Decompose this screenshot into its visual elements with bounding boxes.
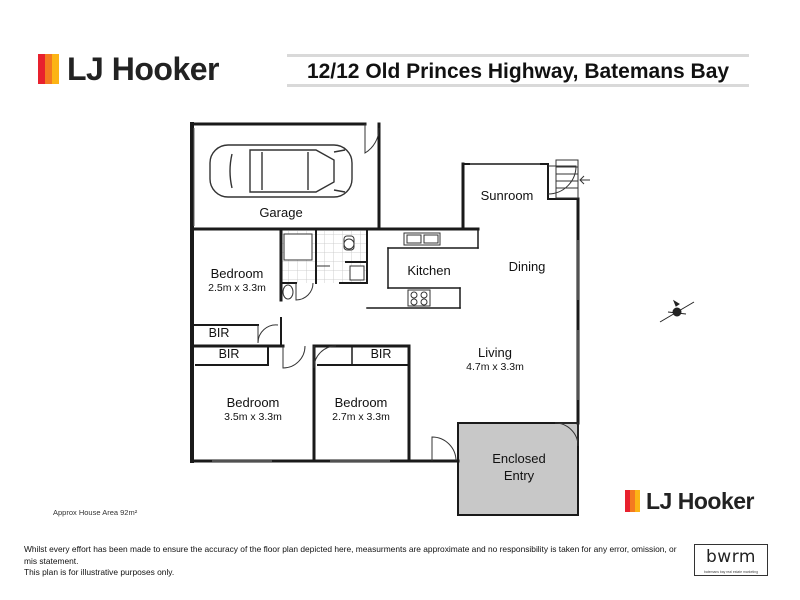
stove-icon bbox=[407, 289, 431, 307]
room-label-sunroom: Sunroom bbox=[480, 188, 534, 203]
bwrm-wordmark: bwrm bbox=[706, 547, 756, 567]
room-label-kitchen: Kitchen bbox=[407, 263, 451, 278]
stairs bbox=[555, 159, 590, 199]
disclaimer-line-1: Whilst every effort has been made to ens… bbox=[24, 544, 677, 566]
room-dims-bedroom-mid: 2.7m x 3.3m bbox=[332, 411, 390, 423]
room-label-bir-2: BIR bbox=[218, 347, 240, 361]
bathroom-fixtures bbox=[282, 233, 365, 300]
logo-bar-orange bbox=[45, 54, 52, 84]
room-label-bedroom-left: Bedroom bbox=[226, 395, 280, 410]
logo-bar-yellow bbox=[52, 54, 59, 84]
car-icon bbox=[209, 144, 353, 198]
room-label-garage: Garage bbox=[259, 205, 303, 220]
enclosed-entry-fill bbox=[458, 423, 578, 515]
doors bbox=[257, 165, 579, 462]
room-dims-bedroom-top: 2.5m x 3.3m bbox=[208, 282, 266, 294]
logo-bar-red bbox=[38, 54, 45, 84]
north-compass-icon bbox=[659, 299, 695, 323]
kitchen-sink bbox=[403, 232, 441, 246]
room-dims-living: 4.7m x 3.3m bbox=[466, 361, 524, 373]
room-label-bedroom-mid: Bedroom bbox=[334, 395, 388, 410]
garage-side-door bbox=[364, 124, 380, 154]
room-label-bir-3: BIR bbox=[370, 347, 392, 361]
logo-bar-orange bbox=[630, 490, 635, 512]
room-label-dining: Dining bbox=[508, 259, 546, 274]
room-label-enclosed-entry-1: Enclosed bbox=[492, 451, 546, 466]
room-label-enclosed-entry-2: Entry bbox=[503, 468, 535, 483]
house-area: Approx House Area 92m² bbox=[53, 508, 138, 517]
disclaimer: Whilst every effort has been made to ens… bbox=[24, 544, 689, 579]
title-rule-bottom bbox=[287, 84, 749, 87]
room-label-living: Living bbox=[478, 345, 512, 360]
property-address: 12/12 Old Princes Highway, Batemans Bay bbox=[306, 60, 730, 83]
bwrm-logo: bwrm batemans bay real estate marketing bbox=[694, 544, 768, 576]
windows bbox=[212, 163, 579, 462]
logo-color-bars bbox=[38, 54, 59, 84]
logo-bar-red bbox=[625, 490, 630, 512]
lj-hooker-logo-bottom: LJ Hooker bbox=[625, 488, 754, 514]
bathroom-door bbox=[295, 265, 330, 301]
disclaimer-line-2: This plan is for illustrative purposes o… bbox=[24, 567, 175, 577]
logo-color-bars-bottom bbox=[625, 490, 640, 512]
bwrm-tagline: batemans bay real estate marketing bbox=[704, 570, 758, 574]
room-label-bir-1: BIR bbox=[208, 326, 230, 340]
walls bbox=[190, 122, 580, 516]
logo-wordmark-bottom: LJ Hooker bbox=[646, 488, 754, 514]
title-rule-top bbox=[287, 54, 749, 57]
logo-bar-yellow bbox=[635, 490, 640, 512]
lj-hooker-logo-top: LJ Hooker bbox=[38, 51, 219, 87]
room-label-bedroom-top: Bedroom bbox=[210, 266, 264, 281]
logo-wordmark: LJ Hooker bbox=[67, 51, 219, 87]
room-dims-bedroom-left: 3.5m x 3.3m bbox=[224, 411, 282, 423]
